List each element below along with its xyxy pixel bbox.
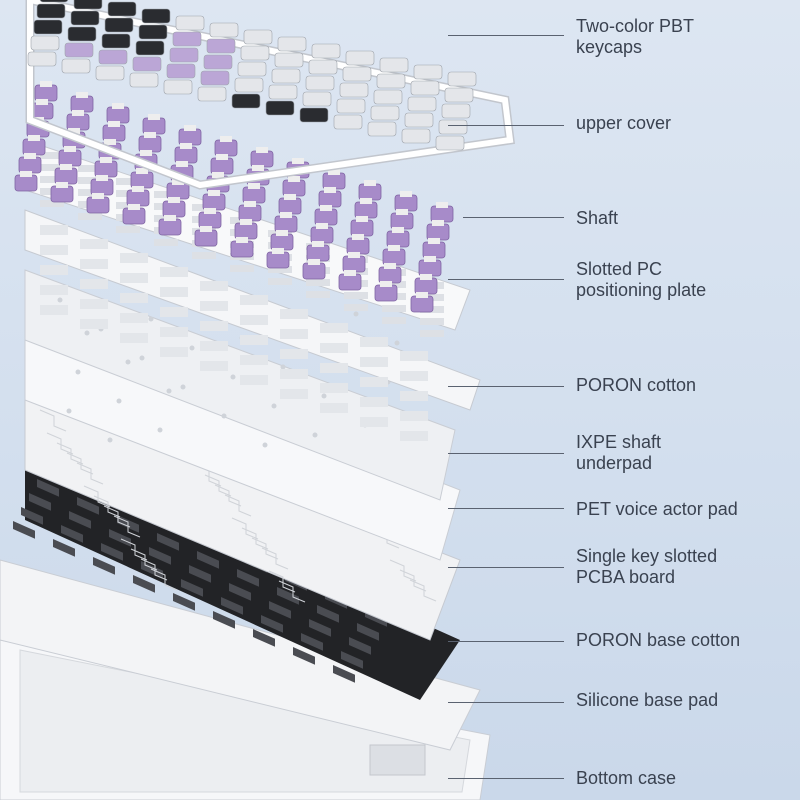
label-pet-pad: PET voice actor pad <box>576 499 738 519</box>
poron-cotton-shape <box>24 209 481 441</box>
label-pcba-board: Single key slotted PCBA board <box>576 546 718 587</box>
leader-line-upper-cover <box>448 125 564 126</box>
label-bottom-case: Bottom case <box>576 768 677 788</box>
leader-line-keycaps <box>448 35 564 36</box>
leader-line-pcba-board <box>448 567 564 568</box>
label-positioning-plate: Slotted PC positioning plate <box>576 259 707 300</box>
leader-line-bottom-case <box>448 778 564 779</box>
bottom-case-shape <box>0 639 491 800</box>
label-poron-base-cotton: PORON base cotton <box>576 630 741 650</box>
label-shaft: Shaft <box>576 208 619 228</box>
leader-line-silicone-base-pad <box>448 702 564 703</box>
label-ixpe-underpad: IXPE shaft underpad <box>576 432 662 473</box>
leader-line-poron-cotton <box>448 386 564 387</box>
label-upper-cover: upper cover <box>576 113 672 133</box>
leader-line-ixpe-underpad <box>448 453 564 454</box>
label-silicone-base-pad: Silicone base pad <box>576 690 719 710</box>
label-poron-cotton: PORON cotton <box>576 375 697 395</box>
leader-line-pet-pad <box>448 508 564 509</box>
keycaps-shape <box>27 0 477 151</box>
leader-line-poron-base-cotton <box>448 641 564 642</box>
label-keycaps: Two-color PBT keycaps <box>576 16 695 57</box>
leader-line-shaft <box>463 217 564 218</box>
pcba-board-shape <box>24 389 461 641</box>
leader-line-positioning-plate <box>448 279 564 280</box>
